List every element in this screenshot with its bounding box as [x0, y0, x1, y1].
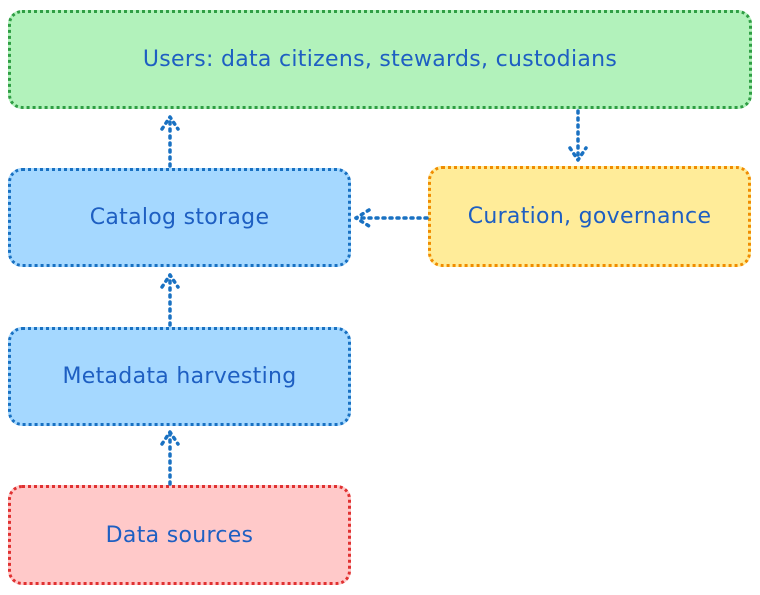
users-node-label: Users: data citizens, stewards, custodia… [142, 47, 618, 72]
arrow-harvesting-to-catalog [160, 273, 180, 327]
metadata-harvesting-node: Metadata harvesting [8, 327, 351, 426]
data-sources-node-label: Data sources [105, 522, 254, 548]
metadata-harvesting-node-label: Metadata harvesting [62, 364, 297, 389]
arrow-users-to-curation [568, 109, 588, 162]
arrow-sources-to-harvesting [160, 430, 180, 486]
arrow-catalog-to-users [160, 115, 180, 168]
curation-node: Curation, governance [428, 166, 751, 267]
catalog-storage-node: Catalog storage [8, 168, 351, 267]
data-sources-node: Data sources [8, 485, 351, 585]
arrow-curation-to-catalog [354, 208, 429, 228]
catalog-storage-node-label: Catalog storage [89, 205, 270, 230]
users-node: Users: data citizens, stewards, custodia… [8, 10, 752, 109]
curation-node-label: Curation, governance [467, 204, 712, 229]
